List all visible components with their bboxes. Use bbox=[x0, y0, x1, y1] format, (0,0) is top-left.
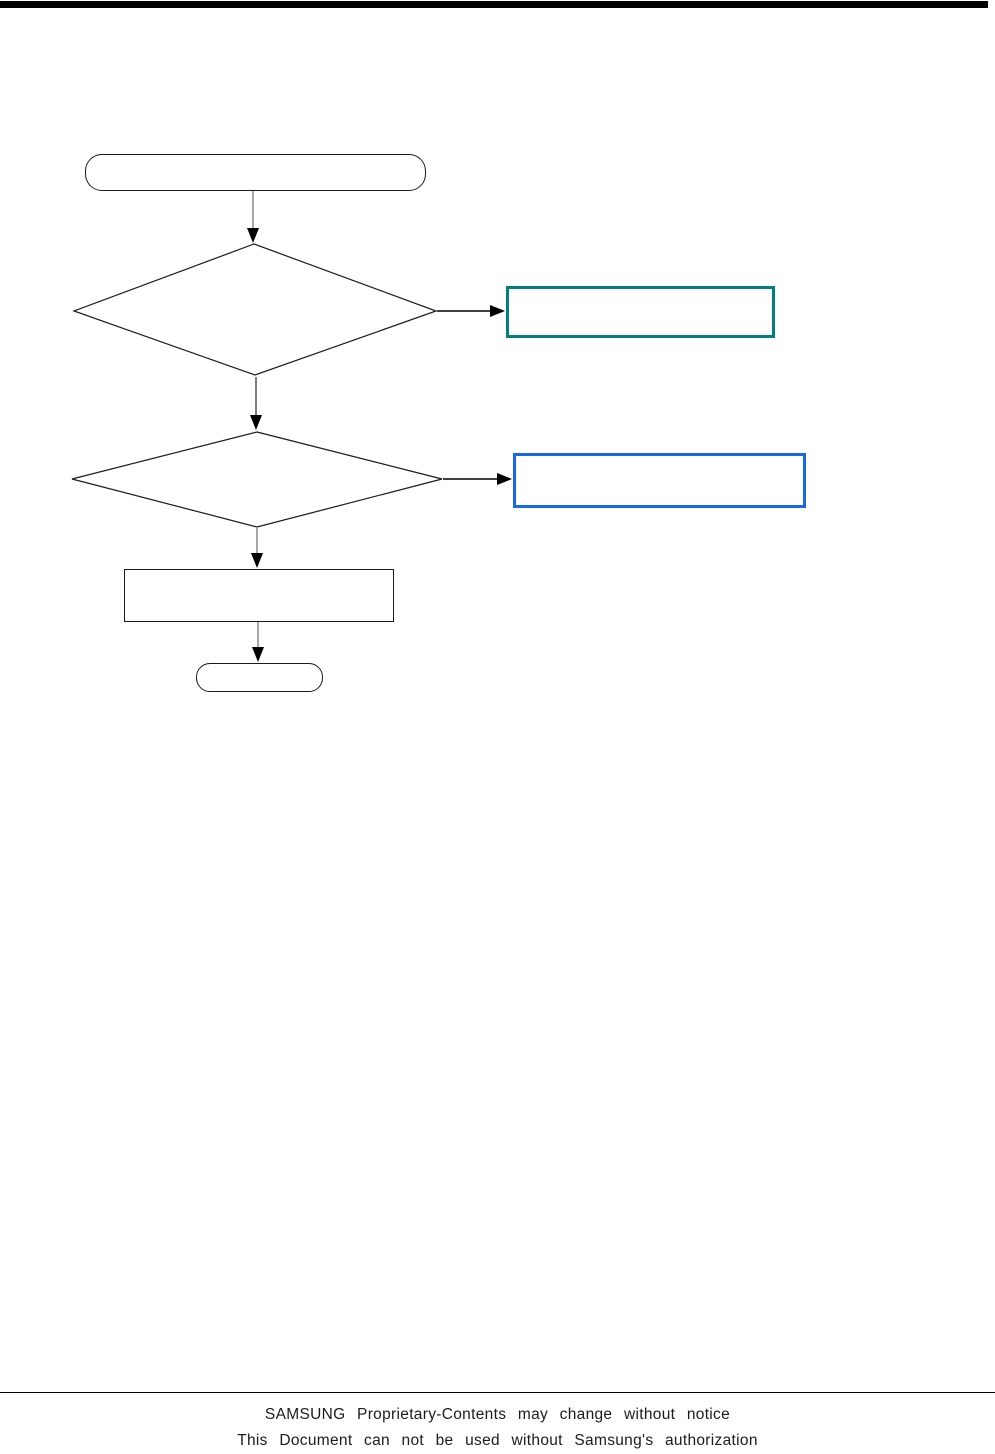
flowchart-teal-action-box bbox=[506, 286, 775, 338]
arrowhead-right-icon bbox=[497, 473, 512, 485]
footer-proprietary-notice: SAMSUNG Proprietary-Contents may change … bbox=[264, 1406, 731, 1423]
blue-action-label bbox=[516, 456, 803, 505]
decision-2-diamond bbox=[71, 431, 443, 528]
arrowhead-down-icon bbox=[251, 553, 263, 568]
footer-divider bbox=[0, 1392, 995, 1393]
flowchart-process-box bbox=[124, 569, 394, 622]
flowchart-start-terminator bbox=[85, 154, 426, 191]
flowchart-blue-action-box bbox=[513, 453, 806, 508]
teal-action-label bbox=[509, 289, 772, 335]
decision-1-diamond bbox=[72, 243, 438, 376]
footer-authorization-notice: This Document can not be used without Sa… bbox=[237, 1432, 758, 1449]
arrowhead-down-icon bbox=[250, 415, 262, 430]
flowchart-end-terminator bbox=[196, 663, 323, 692]
end-label bbox=[197, 664, 322, 691]
top-bar bbox=[0, 1, 988, 8]
start-label bbox=[86, 155, 425, 190]
arrowhead-down-icon bbox=[252, 647, 264, 662]
flowchart-connectors bbox=[71, 191, 512, 662]
arrowhead-down-icon bbox=[247, 228, 259, 243]
arrowhead-right-icon bbox=[490, 305, 505, 317]
process-label bbox=[125, 570, 393, 621]
